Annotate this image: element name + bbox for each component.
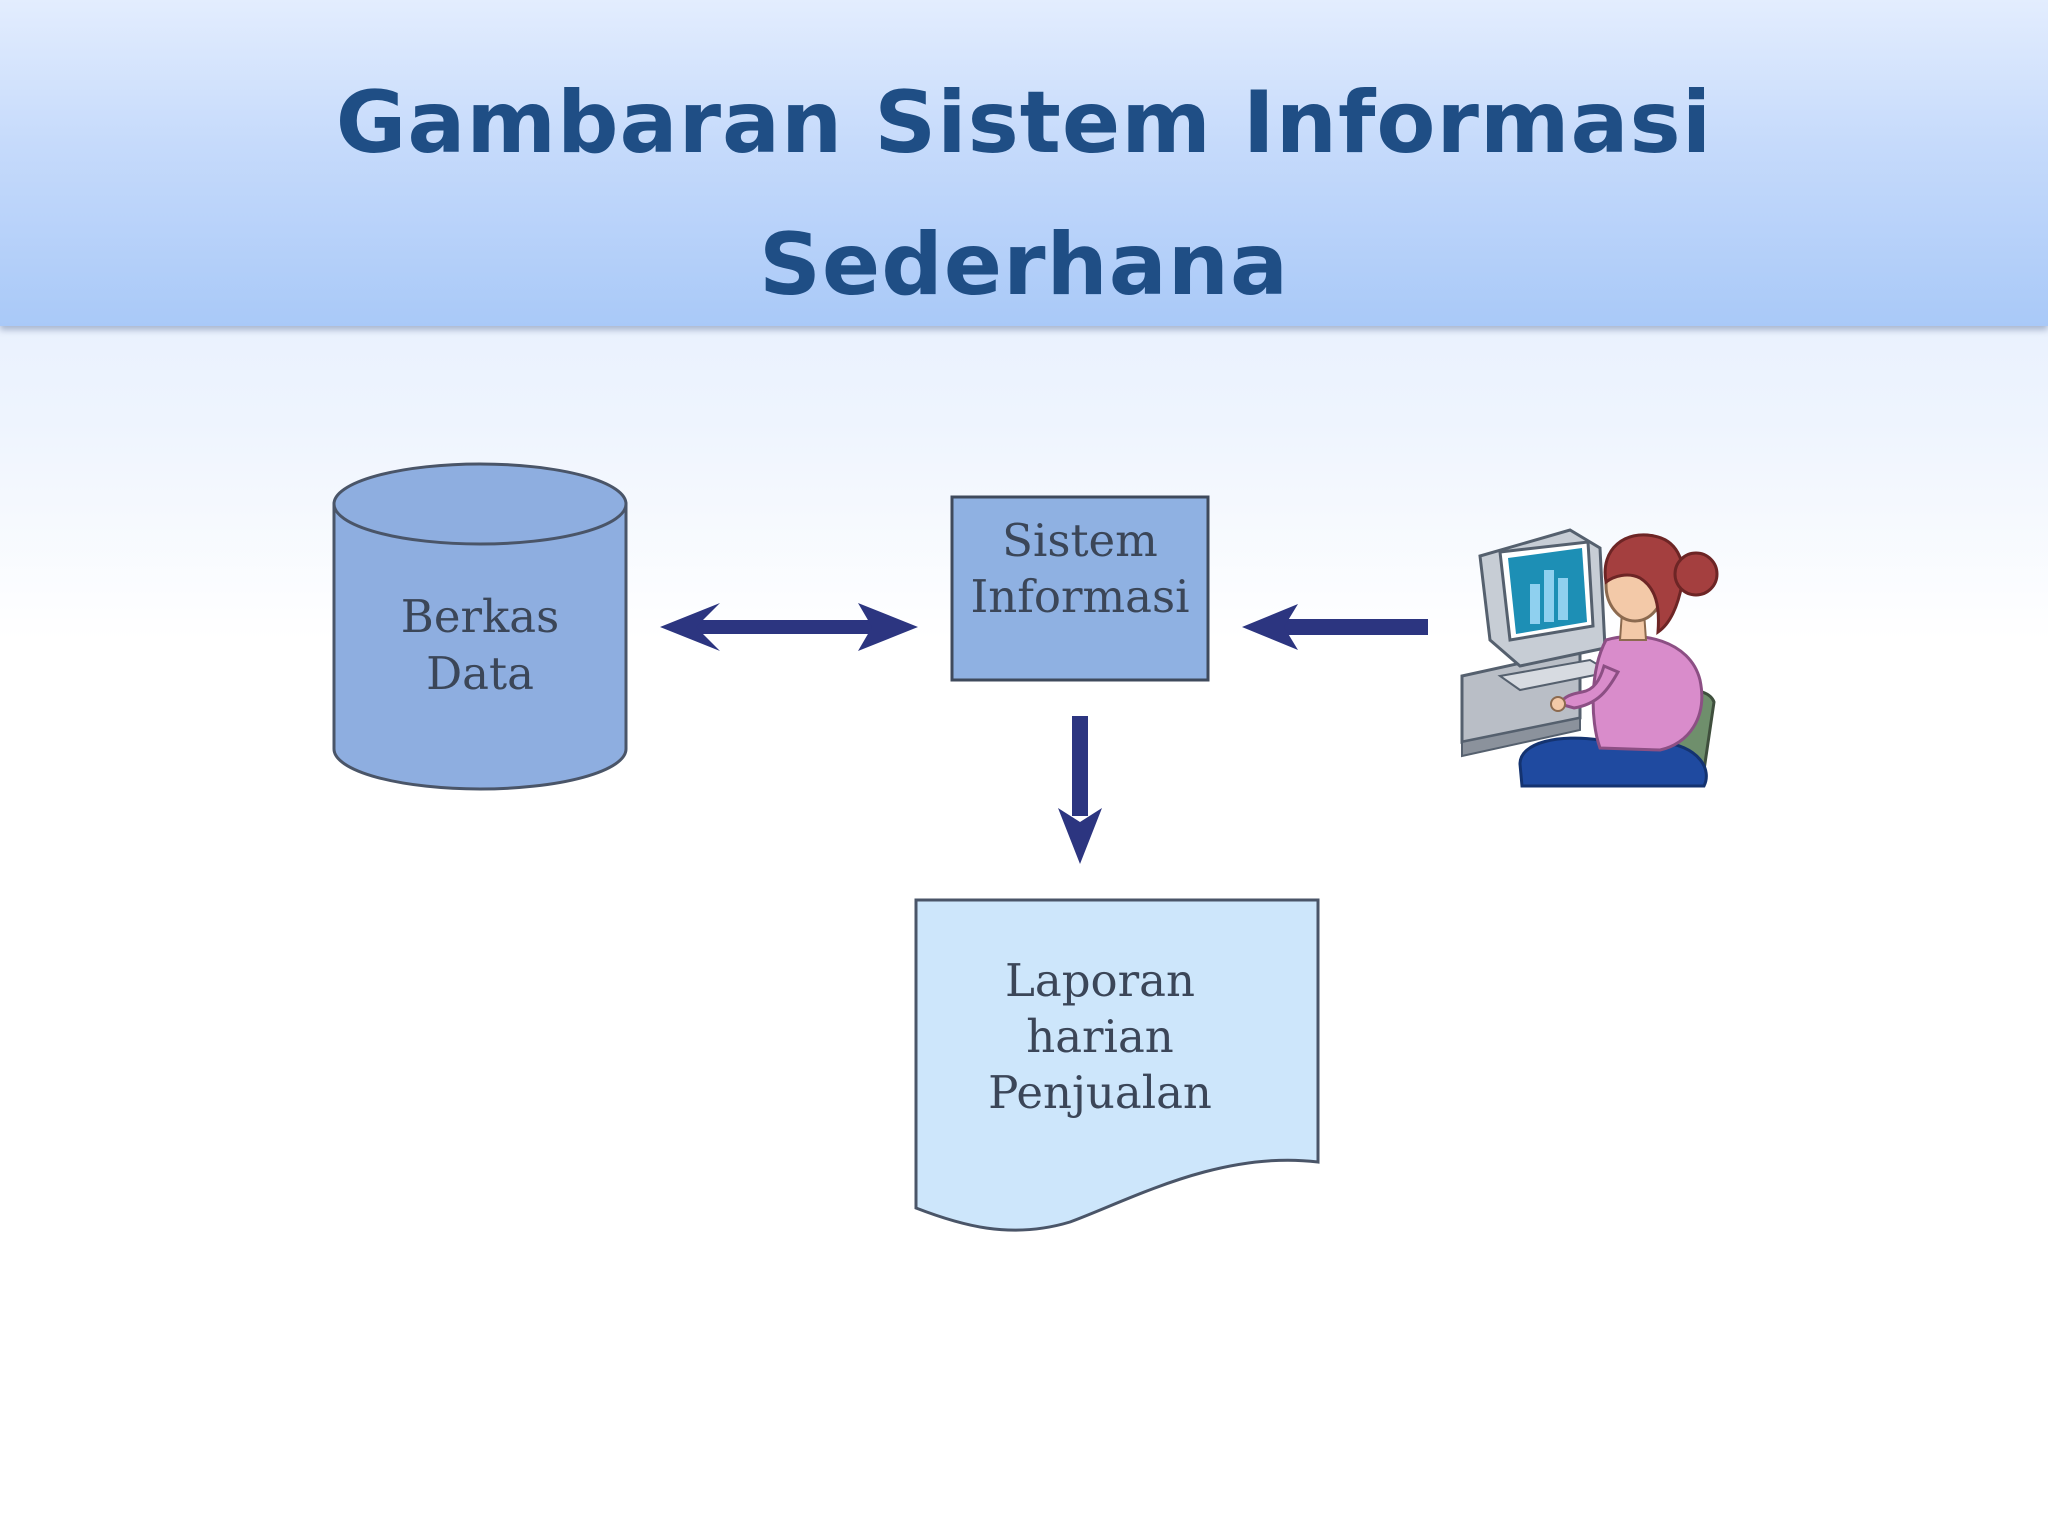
page-title: Gambaran Sistem Informasi Sederhana	[0, 52, 2048, 336]
info-system-label-line-2: Informasi	[970, 570, 1189, 623]
data-file-cylinder: Berkas Data	[332, 462, 628, 791]
page-title-line-2: Sederhana	[758, 215, 1290, 315]
arrow-data-system	[660, 603, 918, 651]
cylinder-top	[332, 462, 628, 546]
report-label-line-2: harian	[1026, 1010, 1174, 1063]
info-system-rect	[950, 495, 1210, 682]
cylinder-body	[332, 502, 628, 791]
report-document-shape	[914, 898, 1320, 1232]
arrow-system-to-report	[1058, 716, 1102, 864]
page-title-line-1: Gambaran Sistem Informasi	[335, 73, 1713, 173]
report-label-line-3: Penjualan	[988, 1066, 1212, 1119]
info-system-label-line-1: Sistem	[1002, 514, 1158, 567]
data-file-label-line-2: Data	[426, 647, 534, 700]
report-document: Laporan harian Penjualan	[914, 898, 1320, 1232]
info-system-box: Sistem Informasi	[950, 495, 1210, 682]
arrow-user-to-system	[1242, 604, 1428, 650]
user-at-computer-icon	[1460, 528, 1719, 788]
title-band	[0, 0, 2048, 326]
data-file-label-line-1: Berkas	[401, 590, 559, 643]
report-label-line-1: Laporan	[1005, 954, 1195, 1007]
